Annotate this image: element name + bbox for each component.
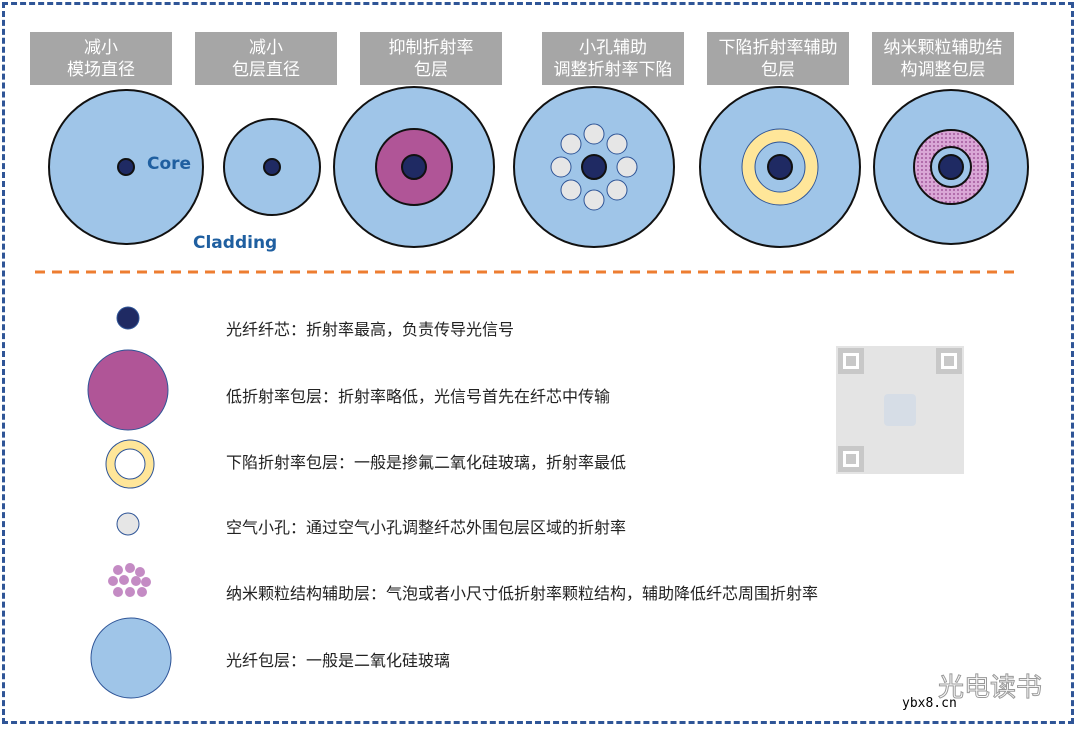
- header-reduce-mfd: 减小模场直径: [30, 32, 172, 85]
- header-line: 下陷折射率辅助: [718, 37, 838, 58]
- core-label: Core: [147, 154, 192, 174]
- header-line: 纳米颗粒辅助结: [883, 37, 1003, 58]
- legend-nanoparticle-text: 纳米颗粒结构辅助层：气泡或者小尺寸低折射率颗粒结构，辅助降低纤芯周围折射率: [226, 584, 819, 603]
- fiber-standard: [48, 89, 204, 245]
- cladding-label: Cladding: [193, 233, 278, 253]
- watermark-site: ybx8.cn: [902, 696, 957, 711]
- low-index-cladding-icon: [87, 349, 169, 431]
- header-line: 构调整包层: [900, 59, 986, 80]
- header-line: 调整折射率下陷: [553, 59, 673, 80]
- fiber-nanostructure: [873, 89, 1029, 245]
- header-hole-assisted: 小孔辅助调整折射率下陷: [542, 32, 684, 85]
- core-icon: [116, 306, 140, 330]
- header-line: 包层直径: [232, 59, 300, 80]
- legend-trench-text: 下陷折射率包层：一般是掺氟二氧化硅玻璃，折射率最低: [226, 453, 627, 472]
- fiber-trench-assisted: [699, 86, 861, 248]
- header-line: 小孔辅助: [579, 37, 647, 58]
- legend-low-index-text: 低折射率包层：折射率略低，光信号首先在纤芯中传输: [226, 387, 611, 406]
- header-trench-assisted: 下陷折射率辅助包层: [707, 32, 849, 85]
- watermark-brand: 光电读书: [937, 673, 1043, 704]
- fiber-hole-assisted: [513, 86, 675, 248]
- depressed-index-cladding-icon: [105, 439, 155, 489]
- air-hole-icon: [116, 512, 140, 536]
- legend-cladding-text: 光纤包层：一般是二氧化硅玻璃: [226, 651, 451, 670]
- header-nanostructure: 纳米颗粒辅助结构调整包层: [872, 32, 1014, 85]
- fiber-depressed-cladding: [333, 86, 495, 248]
- header-depressed-cladding: 抑制折射率包层: [360, 32, 502, 85]
- header-line: 抑制折射率: [388, 37, 474, 58]
- legend-air-hole-text: 空气小孔：通过空气小孔调整纤芯外围包层区域的折射率: [226, 518, 627, 537]
- qr-code: [836, 346, 964, 474]
- header-line: 减小: [249, 37, 283, 58]
- header-line: 减小: [84, 37, 118, 58]
- header-line: 包层: [761, 59, 795, 80]
- header-line: 模场直径: [67, 59, 135, 80]
- fiber-reduced-cladding: [223, 118, 321, 216]
- legend-core-text: 光纤纤芯：折射率最高，负责传导光信号: [226, 320, 515, 339]
- header-line: 包层: [414, 59, 448, 80]
- header-reduce-cladding: 减小包层直径: [195, 32, 337, 85]
- nanoparticle-icon: [108, 563, 151, 597]
- cladding-icon: [90, 617, 172, 699]
